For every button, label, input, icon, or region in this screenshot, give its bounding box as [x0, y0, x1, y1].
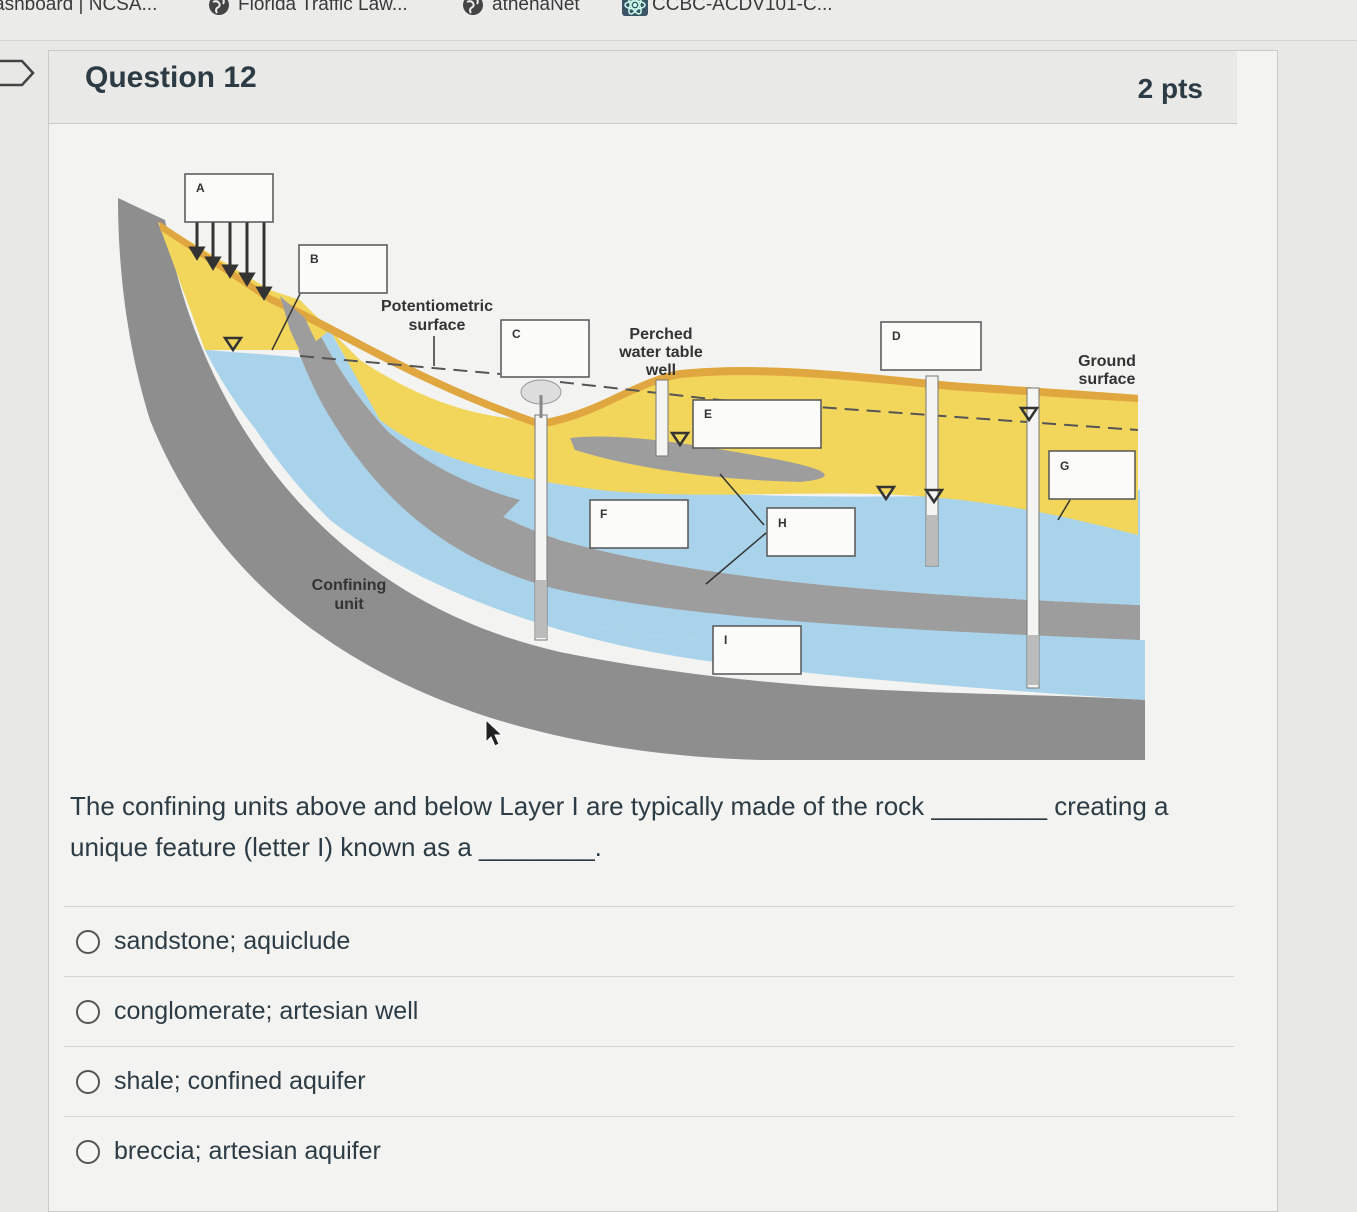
bookmark-florida-traffic-law[interactable]: Florida Traffic Law... [208, 0, 408, 16]
answer-list: sandstone; aquiclude conglomerate; artes… [64, 906, 1234, 1186]
answer-option-sandstone-aquiclude[interactable]: sandstone; aquiclude [64, 906, 1234, 976]
box-letter-h: H [778, 516, 787, 530]
box-letter-d: D [892, 329, 901, 343]
confining-unit-label-2: unit [334, 596, 364, 613]
question-text: The confining units above and below Laye… [70, 791, 1169, 862]
box-letter-i: I [724, 633, 727, 647]
perched-label-3: well [645, 362, 676, 379]
bookmark-label: ashboard | NCSA... [0, 0, 158, 15]
box-letter-f: F [600, 507, 607, 521]
confining-unit-middle [285, 300, 1140, 640]
answer-label: sandstone; aquiclude [114, 927, 351, 955]
well-c-screen [536, 580, 546, 638]
bookmark-athenanet[interactable]: athenaNet [462, 0, 580, 16]
recharge-arrows [188, 222, 273, 301]
confining-unit-upper [280, 296, 520, 520]
box-letter-a: A [196, 181, 205, 195]
answer-label: conglomerate; artesian well [114, 997, 419, 1025]
box-i [712, 625, 802, 675]
box-letter-g: G [1060, 459, 1069, 473]
radio-button[interactable] [76, 1139, 100, 1164]
mouse-cursor-icon [485, 718, 504, 747]
bookmark-label: Florida Traffic Law... [238, 0, 408, 15]
deep-aquifer [165, 220, 1145, 700]
answer-label: shale; confined aquifer [114, 1067, 366, 1095]
answer-label: breccia; artesian aquifer [114, 1137, 381, 1165]
box-h [766, 507, 856, 557]
box-f [589, 499, 689, 549]
surface-soil [160, 222, 1138, 428]
water-table-markers [222, 336, 1040, 505]
globe-icon [462, 0, 484, 16]
bookmark-label: athenaNet [492, 0, 580, 15]
box-d [880, 321, 982, 371]
answer-option-conglomerate-artesian-well[interactable]: conglomerate; artesian well [64, 976, 1234, 1046]
box-b [298, 244, 388, 294]
potentiometric-label-2: surface [409, 317, 466, 334]
potentiometric-label-1: Potentiometric [381, 298, 493, 315]
radio-button[interactable] [76, 929, 100, 954]
box-e [692, 399, 822, 449]
perched-label-2: water table [618, 344, 703, 361]
bookmarks-bar: ashboard | NCSA... Florida Traffic Law..… [0, 0, 1357, 41]
answer-option-shale-confined-aquifer[interactable]: shale; confined aquifer [64, 1046, 1234, 1116]
question-points: 2 pts [1137, 73, 1203, 104]
globe-icon [208, 0, 230, 16]
bookmark-label: CCBC-ACDV101-C... [652, 0, 833, 15]
radio-button[interactable] [76, 999, 100, 1024]
perched-label-1: Perched [629, 326, 692, 343]
question-header: Question 12 2 pts [49, 51, 1237, 124]
bedrock-layer [118, 198, 1145, 760]
well-perched [655, 379, 669, 457]
box-letters: A B C D E F G H I [196, 181, 1069, 647]
box-letter-c: C [512, 327, 521, 341]
leader-lines [271, 293, 1071, 585]
question-title: Question 12 [85, 61, 257, 94]
flag-question-icon[interactable] [0, 58, 36, 93]
bookmark-dashboard[interactable]: ashboard | NCSA... [0, 0, 157, 16]
box-letter-b: B [310, 252, 319, 266]
recharge-aquifer [205, 350, 470, 580]
atom-icon [622, 0, 648, 16]
box-a [184, 173, 274, 223]
well-g-screen [1028, 635, 1038, 685]
radio-button[interactable] [76, 1069, 100, 1094]
confining-unit-label-1: Confining [312, 577, 387, 594]
ground-surface-label-2: surface [1079, 371, 1136, 388]
box-g [1048, 450, 1136, 500]
bookmark-ccbc-acdv101[interactable]: CCBC-ACDV101-C... [622, 0, 833, 16]
well-g [1026, 387, 1040, 689]
box-letter-e: E [704, 407, 712, 421]
answer-boxes [184, 173, 1136, 675]
box-c [500, 319, 590, 378]
ground-surface-label-1: Ground [1078, 353, 1136, 370]
well-d-screen [927, 515, 937, 565]
answer-option-breccia-artesian-aquifer[interactable]: breccia; artesian aquifer [64, 1116, 1234, 1186]
groundwater-diagram: A B C D E F G H I Potentiometric surface… [118, 173, 1145, 760]
diagram-annotations: Potentiometric surface Perched water tab… [312, 298, 1136, 613]
tree-icon [520, 379, 562, 418]
perched-lens [570, 436, 825, 482]
